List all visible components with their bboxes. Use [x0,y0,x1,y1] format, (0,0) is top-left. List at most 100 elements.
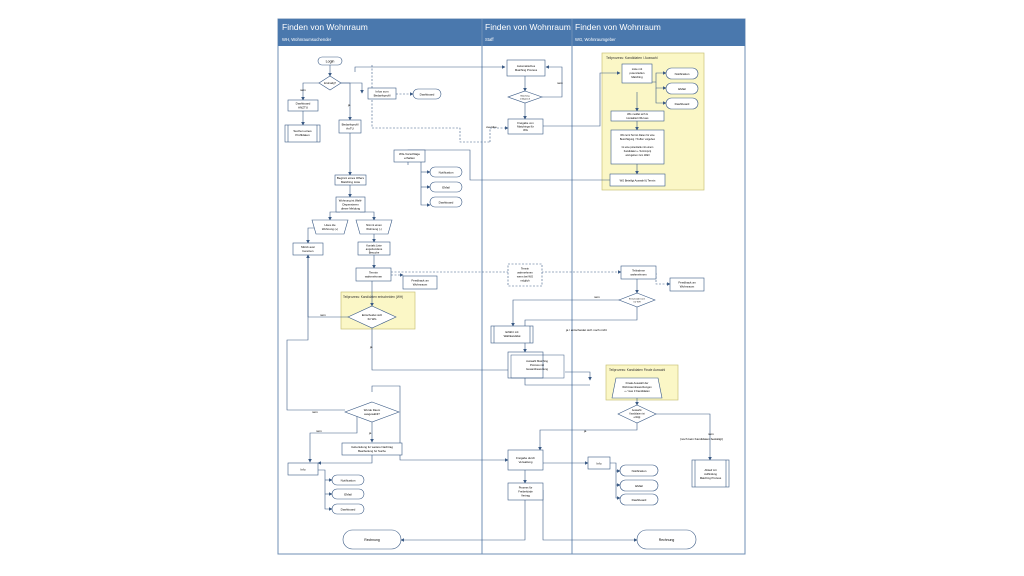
task-info-wg[interactable] [587,456,611,470]
task-collect-candidates-l1: Erfährt mit [506,330,519,334]
event-notification-1[interactable] [429,166,463,178]
doc-feedback-right-l1: Feedback an [678,281,696,285]
event-notification-1-label: Notification [439,171,454,175]
task-appointment-staff-l2: wahrnehmen [517,271,533,275]
decision-selection-done-l2: Kandidaten ist [629,413,644,416]
task-appointment-wh[interactable] [355,267,392,282]
task-like-flat-l2: Wohnung (+) [322,227,338,231]
label-wg-nein-long-l2: (noch kein Kandidaten bestätigt) [680,437,723,441]
lane-3-subtitle: WG, Wohnraumgeber [575,37,616,42]
doc-feedback-left[interactable] [402,275,438,290]
task-contract-process[interactable] [507,482,544,501]
task-dashboard-l2: ANZTU [298,106,308,110]
task-choose-flat[interactable] [335,196,366,213]
task-info-wh-label: Info [300,468,305,472]
event-notification-2[interactable] [331,474,365,486]
task-wg-proposal-label: WG Beteiligt Auswahl & Termin [620,179,656,183]
task-recap-l2: bereinen [303,249,314,253]
start-login-label: Login [326,60,335,64]
task-final-choice[interactable] [611,377,663,399]
task-release-matching-l3: WG [523,128,528,132]
lane-wh: Login Erstmalig? nein ja Dashboard ANZTU… [284,56,463,550]
start-login[interactable] [317,56,343,66]
event-dashboard-top[interactable] [412,88,442,100]
task-contract-process-l2: Freibehörde [518,490,533,494]
decision-wg-choose-wh-l1: Entscheidet sich [629,298,646,301]
lane-3-title: Finden von Wohnraum [575,22,661,32]
label-nein-2: nein [320,313,326,317]
event-email-wg-label: EMail [678,87,686,91]
decision-matching [507,90,543,104]
event-dashboard-2[interactable] [331,503,365,515]
task-candidate-list[interactable] [621,63,653,84]
decision-wg-choose-wh-l2: für WH [634,301,641,304]
event-dashboard-1[interactable] [429,196,463,208]
event-dashboard-wg[interactable] [665,97,699,110]
task-like-flat-l1: Likes die [324,223,335,227]
task-set-appointments-l4: Kandidaten + Termin(en) [624,150,652,153]
event-email-wg2[interactable] [619,479,659,492]
decision-wh-choose-wg [347,305,397,329]
task-profile-info-l2: Bedarfsprofil [374,94,391,98]
decision-selection-done-l1: Auswahl / [632,409,643,412]
task-final-choice-l2: Wohnraumbewerbungen [622,385,652,389]
subprocess-restart-matching-l2: Auffindung [704,472,717,476]
end-event-right[interactable] [636,529,697,550]
event-notification-wg2[interactable] [619,464,659,477]
event-email-2[interactable] [331,488,365,500]
decision-first-time [318,75,342,91]
task-info-wg-label: Info [596,462,601,466]
label-nein-3: nein [312,410,318,414]
task-profile-info[interactable] [367,87,397,100]
event-dashboard-wg2-label: Dashboard [632,498,647,502]
task-needs-profile[interactable] [338,119,362,134]
task-recap[interactable] [292,242,324,256]
task-dislike-flat[interactable] [355,219,393,235]
decision-first-time-label: Erstmalig? [324,82,336,85]
task-wg-contacts-wh[interactable] [610,110,665,122]
event-email-wg[interactable] [665,82,699,95]
task-dislike-flat-l1: Nimmt einen [366,223,382,227]
end-event-left[interactable] [342,529,402,550]
decision-selection-done-l3: erfolgt [634,416,641,419]
lane-wg: Liste mit potenziellen Matching Notifica… [565,63,730,550]
task-dashboard[interactable] [287,99,319,112]
lane-2-subtitle: Staff [485,37,494,42]
subprocess-restart-matching-l3: Matching Prozess [700,476,722,480]
subprocess-wg-selection-title: Teilprozess: Kandidaten / Auswahl [606,56,658,60]
task-release-admin[interactable] [507,449,544,471]
event-notification-wg-label: Notification [675,72,690,76]
task-wg-proposal[interactable] [609,173,666,187]
task-info-wh[interactable] [287,462,319,476]
task-transition-search-l2: Bearbeitung fur Suche [358,449,386,453]
subprocess-profile[interactable] [284,124,321,143]
end-event-right-label: Rechnung [659,538,675,542]
subprocess-selection[interactable] [507,351,544,379]
event-dashboard-wg2[interactable] [619,493,659,506]
task-collect-candidates[interactable] [490,325,534,344]
decision-selection-done [617,404,657,424]
task-contact-list[interactable] [357,241,391,256]
subprocess-selection-l1: Auswahl Matching [526,359,548,363]
task-open-offer-list-l1: Beginnt eines Offers [337,176,365,180]
task-appointment-wg[interactable] [620,265,657,280]
decision-matching-l1: Matching [521,95,531,98]
task-candidate-list-l2: potenziellen [630,71,645,75]
doc-feedback-right[interactable] [669,277,705,292]
subprocess-profile-l1: Suchen eines [293,129,312,133]
task-like-flat[interactable] [311,219,349,235]
task-open-offer-list[interactable] [334,174,367,186]
event-email-1[interactable] [429,181,463,193]
task-appointment-staff[interactable] [507,263,543,287]
task-set-appointments[interactable] [610,129,665,165]
task-needs-profile-l2: AnTU [346,127,354,131]
task-auto-matching[interactable] [506,59,546,77]
task-transition-search[interactable] [341,442,403,456]
event-notification-wg[interactable] [665,67,699,80]
task-wg-suggestions[interactable] [393,149,426,163]
task-release-matching[interactable] [507,118,544,135]
event-email-2-label: EMail [344,493,352,497]
subprocess-restart-matching[interactable] [691,459,730,488]
task-candidate-list-l1: Liste mit [632,67,643,71]
